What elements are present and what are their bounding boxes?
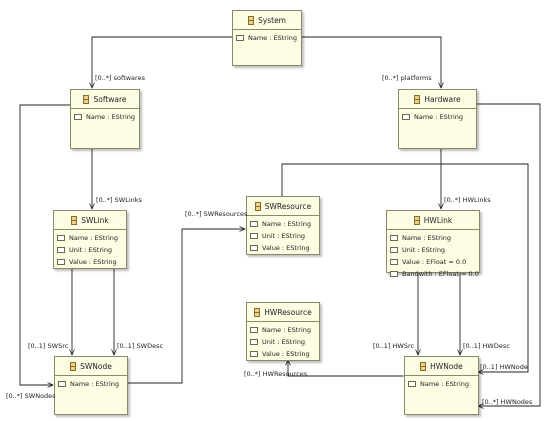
class-swnode[interactable]: SWNode Name : EString	[54, 356, 128, 415]
eclass-icon	[254, 201, 261, 211]
edge-swnode-swresources	[126, 229, 245, 383]
class-hwnode[interactable]: HWNode Name : EString	[404, 356, 479, 415]
attribute-icon	[390, 259, 398, 265]
attribute: Unit : EString	[250, 336, 316, 348]
attribute: Name : EString	[408, 378, 475, 390]
class-hwresource[interactable]: HWResource Name : EString Unit : EString…	[246, 302, 320, 361]
class-name: Software	[93, 94, 127, 104]
class-header: Software	[71, 90, 139, 109]
class-header: Hardware	[399, 90, 476, 109]
edge-swresource-hwnode	[281, 163, 529, 372]
class-name: HWLink	[423, 215, 453, 225]
class-name: System	[258, 15, 286, 25]
attribute: Name : EString	[390, 232, 476, 244]
class-software[interactable]: Software Name : EString	[70, 89, 140, 149]
label-swnodes: [0..*] SWNodes	[6, 392, 56, 400]
label-platforms: [0..*] platforms	[382, 74, 432, 82]
attribute-icon	[250, 351, 258, 357]
attribute-icon	[390, 235, 398, 241]
class-name: HWNode	[430, 361, 463, 371]
attribute: Value : EString	[250, 242, 316, 254]
attribute: Name : EString	[250, 218, 316, 230]
eclass-icon	[254, 307, 261, 317]
attribute: Unit : EString	[390, 244, 476, 256]
class-hardware[interactable]: Hardware Name : EString	[398, 89, 477, 149]
attribute-icon	[250, 221, 258, 227]
attribute: Name : EString	[58, 378, 124, 390]
label-hwdesc: [0..1] HWDesc	[463, 342, 510, 350]
class-name: Hardware	[424, 94, 461, 104]
label-swlinks: [0..*] SWLinks	[96, 196, 142, 204]
attribute-icon	[57, 259, 65, 265]
label-hwresources: [0..*] HWResources	[244, 370, 308, 378]
edge-hardware-hwnodes	[476, 104, 541, 406]
eclass-icon	[248, 15, 255, 25]
class-name: SWLink	[81, 215, 109, 225]
attribute-icon	[250, 339, 258, 345]
class-name: SWResource	[264, 201, 312, 211]
attribute-icon	[74, 114, 82, 120]
attribute-icon	[236, 35, 244, 41]
edge-hwnode-hwresources	[288, 360, 403, 376]
attribute-icon	[408, 381, 416, 387]
label-hwnode: [0..1] HWNode	[480, 363, 528, 371]
edge-system-platforms	[301, 37, 441, 88]
class-header: System	[233, 11, 301, 30]
label-swsrc: [0..1] SWSrc	[28, 342, 69, 350]
eclass-icon	[71, 215, 78, 225]
attribute-icon	[390, 247, 398, 253]
attribute-icon	[58, 381, 66, 387]
class-system[interactable]: System Name : EString	[232, 10, 302, 66]
label-swdesc: [0..1] SWDesc	[117, 342, 164, 350]
attribute-icon	[250, 245, 258, 251]
attribute-icon	[250, 327, 258, 333]
label-swresources: [0..*] SWResources	[185, 210, 248, 218]
class-header: HWNode	[405, 357, 478, 376]
class-name: SWNode	[80, 361, 112, 371]
attribute: Name : EString	[250, 324, 316, 336]
attribute-icon	[250, 233, 258, 239]
label-hwlinks: [0..*] HWLinks	[444, 196, 491, 204]
attribute: Value : EString	[250, 348, 316, 360]
eclass-icon	[83, 94, 90, 104]
class-name: HWResource	[264, 307, 312, 317]
class-header: HWLink	[387, 211, 479, 230]
class-swlink[interactable]: SWLink Name : EString Unit : EString Val…	[53, 210, 127, 269]
attribute: Name : EString	[236, 32, 298, 44]
eclass-icon	[414, 94, 421, 104]
attribute-icon	[57, 247, 65, 253]
class-header: SWLink	[54, 211, 126, 230]
attribute: Name : EString	[57, 232, 123, 244]
attribute: Unit : EString	[250, 230, 316, 242]
attribute-icon	[57, 235, 65, 241]
class-header: SWNode	[55, 357, 127, 376]
attribute-icon	[390, 271, 398, 277]
label-softwares: [0..*] softwares	[95, 74, 145, 82]
class-header: HWResource	[247, 303, 319, 322]
class-hwlink[interactable]: HWLink Name : EString Unit : EString Val…	[386, 210, 480, 278]
attribute: Value : EFloat = 0.0	[390, 256, 476, 268]
edge-system-softwares	[92, 37, 232, 88]
attribute-icon	[402, 114, 410, 120]
eclass-icon	[70, 361, 77, 371]
label-hwsrc: [0..1] HWSrc	[373, 342, 415, 350]
attribute: Bandwith : EFloat = 0.0	[390, 268, 479, 280]
class-swresource[interactable]: SWResource Name : EString Unit : EString…	[246, 196, 320, 255]
attribute: Name : EString	[74, 111, 136, 123]
eclass-icon	[420, 361, 427, 371]
attribute: Value : EString	[57, 256, 123, 268]
attribute: Name : EString	[402, 111, 473, 123]
eclass-icon	[413, 215, 420, 225]
attribute: Unit : EString	[57, 244, 123, 256]
class-header: SWResource	[247, 197, 319, 216]
label-hwnodes: [0..*] HWNodes	[482, 398, 533, 406]
